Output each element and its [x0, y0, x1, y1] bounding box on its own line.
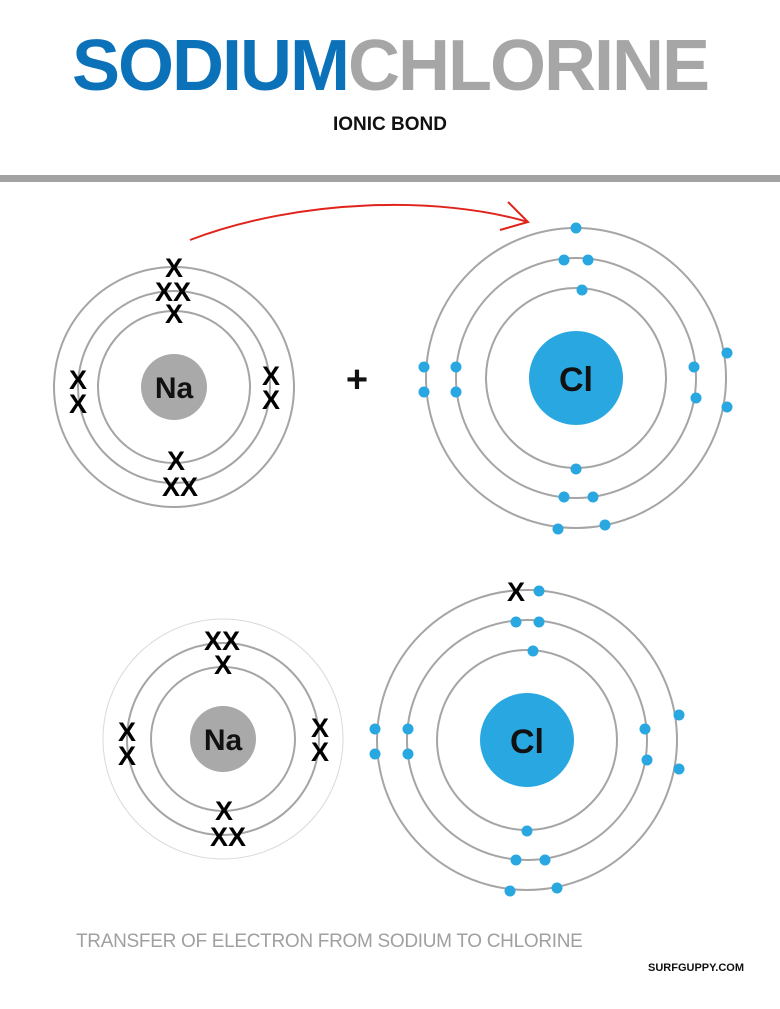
chlorine-symbol: Cl — [510, 723, 544, 761]
chlorine-nucleus — [529, 331, 623, 425]
electron-dot — [587, 491, 599, 503]
sodium-nucleus — [190, 706, 256, 772]
electron-x: X — [118, 741, 136, 771]
electron-dot — [673, 763, 685, 775]
electron-dot — [551, 882, 563, 894]
electron-dot — [369, 723, 381, 735]
title-chlorine: CHLORINE — [348, 26, 710, 106]
electron-dot — [510, 854, 522, 866]
electron-x: X — [173, 277, 191, 307]
electron-x: X — [180, 472, 198, 502]
sodium-nucleus — [141, 354, 207, 420]
electron-x: X — [118, 717, 136, 747]
orbit-1 — [97, 310, 251, 464]
electron-dot — [599, 519, 611, 531]
electron-dot — [582, 254, 594, 266]
sodium-symbol: Na — [204, 724, 243, 757]
electron-dot — [721, 347, 733, 359]
title-sodium: SODIUM — [72, 26, 350, 106]
electron-x: X — [214, 650, 232, 680]
orbit-2 — [77, 290, 271, 484]
electron-x: X — [155, 277, 173, 307]
electron-x: X — [222, 626, 240, 656]
electron-x: X — [210, 822, 228, 852]
orbit-2 — [455, 257, 697, 499]
electron-dot — [688, 361, 700, 373]
orbit-2 — [406, 619, 648, 861]
electron-dot — [418, 386, 430, 398]
electron-x: X — [262, 361, 280, 391]
electron-dot — [418, 361, 430, 373]
chlorine-atom-top: Cl — [418, 222, 733, 535]
subtitle: IONIC BOND — [333, 114, 447, 135]
orbit-empty — [102, 618, 344, 860]
electron-x: X — [162, 472, 180, 502]
electron-dot — [521, 825, 533, 837]
electron-dot — [450, 361, 462, 373]
electron-x: X — [167, 446, 185, 476]
sodium-symbol: Na — [155, 372, 194, 405]
chlorine-electrons: X — [369, 577, 685, 897]
sodium-electrons: X X X X X X X X X X X — [69, 253, 280, 502]
chlorine-nucleus — [480, 693, 574, 787]
electron-dot — [504, 885, 516, 897]
electron-dot — [450, 386, 462, 398]
chlorine-electrons — [418, 222, 733, 535]
electron-dot — [673, 709, 685, 721]
electron-dot — [552, 523, 564, 535]
electron-dot — [369, 748, 381, 760]
electron-x: X — [311, 737, 329, 767]
electron-x: X — [165, 299, 183, 329]
plus-sign: + — [346, 359, 368, 401]
electron-dot — [570, 463, 582, 475]
electron-dot — [639, 723, 651, 735]
source-credit: SURFGUPPY.COM — [648, 962, 744, 974]
electron-x: X — [311, 713, 329, 743]
orbit-2 — [126, 642, 320, 836]
electron-x: X — [204, 626, 222, 656]
orbit-3 — [376, 589, 678, 891]
transfer-arrow — [189, 201, 530, 241]
electron-dot — [533, 616, 545, 628]
electron-dot — [641, 754, 653, 766]
electron-x: X — [262, 385, 280, 415]
sodium-electrons: X X X X X X X X X X — [118, 626, 329, 852]
chlorine-symbol: Cl — [559, 361, 593, 399]
electron-x: X — [228, 822, 246, 852]
sodium-atom-top: Na X X X X X X X X X X X — [53, 253, 295, 508]
electron-dot — [402, 723, 414, 735]
electron-dot — [721, 401, 733, 413]
electron-dot — [539, 854, 551, 866]
chlorine-ion-bottom: Cl X — [369, 577, 685, 897]
electron-dot — [558, 491, 570, 503]
electron-dot — [402, 748, 414, 760]
electron-x: X — [215, 796, 233, 826]
electron-dot — [558, 254, 570, 266]
electron-dot — [570, 222, 582, 234]
electron-x: X — [69, 365, 87, 395]
electron-x: X — [69, 389, 87, 419]
electron-dot — [527, 645, 539, 657]
electron-dot — [533, 585, 545, 597]
electron-dot — [576, 284, 588, 296]
divider — [0, 175, 780, 182]
sodium-ion-bottom: Na X X X X X X X X X X — [102, 618, 344, 860]
diagram-caption: TRANSFER OF ELECTRON FROM SODIUM TO CHLO… — [76, 931, 583, 952]
electron-dot — [510, 616, 522, 628]
electron-x: X — [165, 253, 183, 283]
orbit-3 — [53, 266, 295, 508]
electron-dot — [690, 392, 702, 404]
page-title: SODIUMCHLORINE — [0, 30, 780, 102]
transferred-electron-x: X — [507, 577, 525, 607]
orbit-1 — [150, 666, 296, 812]
